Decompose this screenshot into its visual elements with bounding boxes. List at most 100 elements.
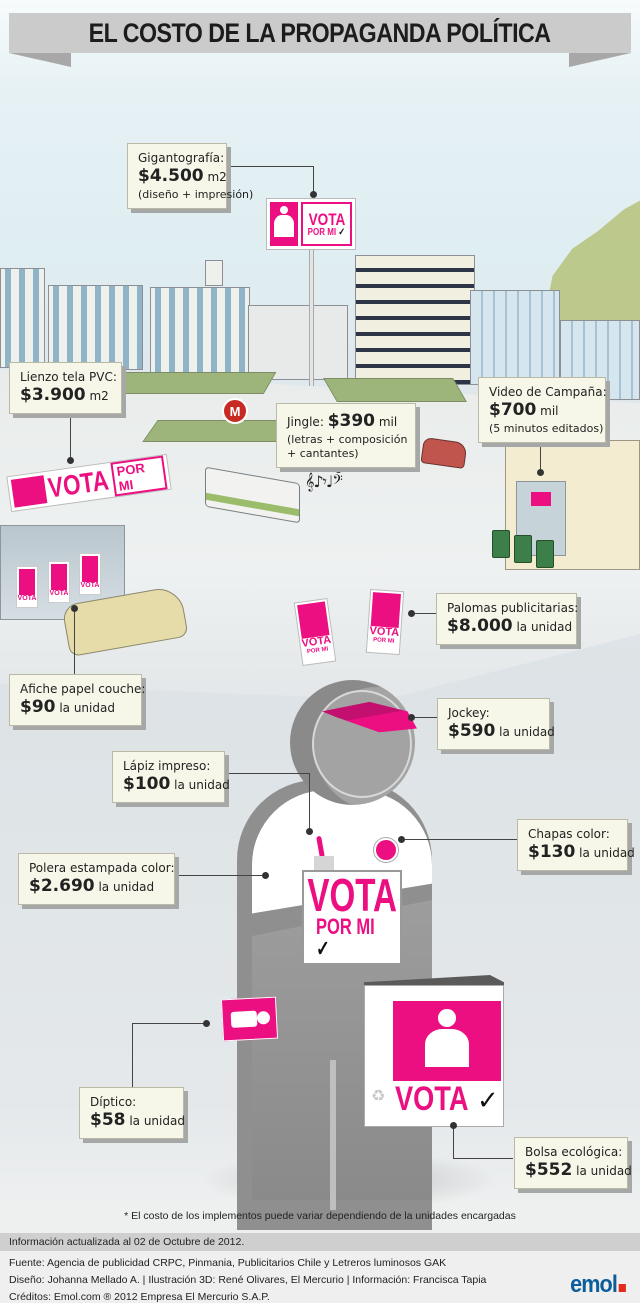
callout-price: $2.690 xyxy=(29,876,95,897)
pin-badge xyxy=(374,838,398,862)
callout-price: $130 xyxy=(528,842,576,863)
leader-dot xyxy=(408,714,415,721)
callout-unit: la unidad xyxy=(59,701,115,716)
building xyxy=(0,268,45,368)
building-glass xyxy=(470,290,560,385)
leader-line xyxy=(540,432,541,472)
callout-video: Video de Campaña: $700 mil (5 minutos ed… xyxy=(478,377,607,444)
leader-line xyxy=(309,773,310,831)
callout-unit: la unidad xyxy=(576,1164,632,1179)
callout-chapas: Chapas color: $130 la unidad xyxy=(517,819,635,872)
leader-line xyxy=(132,1023,207,1024)
eco-bag: VOTA ✓ ♻ xyxy=(364,985,504,1127)
poster: VOTA xyxy=(48,561,70,603)
callout-unit: mil xyxy=(378,415,398,429)
callout-price: $90 xyxy=(20,697,56,718)
callout-polera: Polera estampada color: $2.690 la unidad xyxy=(18,853,175,906)
leader-line xyxy=(175,875,265,876)
callout-price: $4.500 xyxy=(138,166,204,187)
trash-bin xyxy=(536,540,554,568)
callout-label: Díptico: xyxy=(90,1095,137,1109)
callout-jockey: Jockey: $590 la unidad xyxy=(437,698,555,751)
bag-vota-text: VOTA xyxy=(395,1080,469,1118)
design-line: Diseño: Johanna Mellado A. | Ilustración… xyxy=(9,1274,487,1286)
leader-line xyxy=(132,1023,133,1087)
callout-palomas: Palomas publicitarias: $8.000 la unidad xyxy=(436,593,579,646)
callout-unit: m2 xyxy=(89,389,109,404)
callout-price: $3.900 xyxy=(20,385,86,406)
callout-label: Afiche papel couche: xyxy=(20,682,146,696)
callout-price: $8.000 xyxy=(447,616,513,637)
leader-dot xyxy=(335,466,342,473)
callout-unit: m2 xyxy=(207,170,227,185)
leader-line xyxy=(74,608,75,680)
callout-unit: la unidad xyxy=(174,778,230,793)
poster: VOTA xyxy=(79,553,101,595)
leader-dot xyxy=(203,1020,210,1027)
leader-dot xyxy=(67,457,74,464)
emol-logo-dot-icon xyxy=(618,1284,626,1292)
checkmark-icon: ✓ xyxy=(477,1086,499,1116)
callout-label: Lápiz impreso: xyxy=(123,759,211,773)
callout-note: (letras + composición xyxy=(287,432,408,446)
emol-logo[interactable]: emol xyxy=(570,1271,626,1299)
leader-line xyxy=(412,717,437,718)
leader-dot xyxy=(408,610,415,617)
callout-price: $552 xyxy=(525,1160,573,1181)
diptico-brochure xyxy=(220,996,279,1042)
music-notes-icon: 𝄞♪𝄾♩𝄢 xyxy=(305,472,343,491)
metro-icon: M xyxy=(222,398,248,424)
leader-line xyxy=(402,839,517,840)
leader-dot xyxy=(398,836,405,843)
callout-bolsa: Bolsa ecológica: $552 la unidad xyxy=(514,1137,632,1190)
callout-unit: mil xyxy=(540,404,559,419)
building xyxy=(48,285,143,370)
callout-label-line: Jingle: $390 mil xyxy=(287,411,398,431)
leader-dot xyxy=(306,828,313,835)
building-glass xyxy=(560,320,640,400)
banner-vota-text: VOTA xyxy=(46,464,111,504)
shirt-vota-text: VOTA xyxy=(307,868,397,921)
leader-line xyxy=(70,405,71,460)
disclaimer-note: * El costo de los implementos puede vari… xyxy=(124,1210,516,1222)
callout-unit: la unidad xyxy=(499,725,555,740)
callout-note: + cantantes) xyxy=(287,446,359,460)
leader-dot xyxy=(537,469,544,476)
billboard-pole xyxy=(309,248,314,398)
callout-label: Gigantografía: xyxy=(138,151,225,165)
callout-price: $390 xyxy=(327,411,376,431)
recycle-icon: ♻ xyxy=(371,1086,386,1105)
leader-dot xyxy=(450,1122,457,1129)
ribbon-fold-right xyxy=(569,53,631,67)
callout-note: (diseño + impresión) xyxy=(138,188,254,202)
billboard-vota-text: VOTA xyxy=(308,209,345,229)
callout-unit: la unidad xyxy=(516,620,573,635)
callout-label: Palomas publicitarias: xyxy=(447,601,579,615)
figure-face xyxy=(312,690,412,798)
shirt-print: VOTA POR MI ✓ xyxy=(302,870,402,965)
leader-dot xyxy=(262,872,269,879)
building-rooftop xyxy=(205,260,223,286)
building xyxy=(248,305,348,380)
shirt-pormi-text: POR MI ✓ xyxy=(316,914,375,962)
banner-pormi-text: POR MI xyxy=(110,455,168,497)
source-line: Fuente: Agencia de publicidad CRPC, Pinm… xyxy=(9,1257,447,1269)
title-ribbon: EL COSTO DE LA PROPAGANDA POLÍTICA xyxy=(9,13,631,53)
callout-unit: la unidad xyxy=(129,1114,185,1129)
callout-price: $590 xyxy=(448,721,496,742)
leader-line xyxy=(453,1125,454,1158)
callout-unit: la unidad xyxy=(98,880,155,895)
page-title: EL COSTO DE LA PROPAGANDA POLÍTICA xyxy=(89,17,551,48)
callout-label: Bolsa ecológica: xyxy=(525,1145,623,1159)
leader-line xyxy=(224,773,310,774)
callout-lapiz: Lápiz impreso: $100 la unidad xyxy=(112,751,230,804)
figure-leg-gap xyxy=(330,1060,336,1210)
callout-label: Video de Campaña: xyxy=(489,385,607,399)
leader-line xyxy=(204,166,314,167)
leader-line xyxy=(453,1158,513,1159)
credits-block: Fuente: Agencia de publicidad CRPC, Pinm… xyxy=(0,1251,640,1303)
callout-label: Lienzo tela PVC: xyxy=(20,370,117,384)
callout-label: Polera estampada color: xyxy=(29,861,175,875)
billboard-pormi-text: POR MI ✓ xyxy=(307,226,346,238)
